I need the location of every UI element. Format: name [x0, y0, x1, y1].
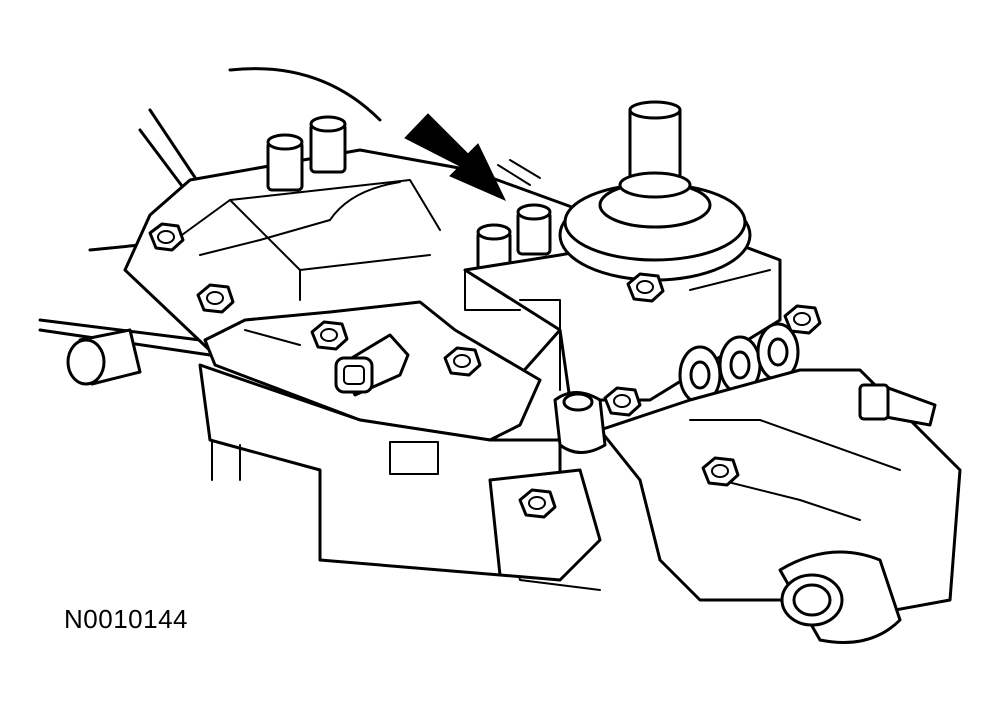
- left-tube: [66, 328, 142, 386]
- breather-fitting: [858, 383, 937, 427]
- callout-arrow-icon: [404, 113, 541, 201]
- upper-posts: [266, 115, 552, 276]
- hex-bolt-icon: [603, 386, 642, 417]
- figure-id-label: N0010144: [64, 604, 188, 634]
- hex-bolt-icon: [443, 346, 482, 377]
- hex-bolt-icon: [310, 320, 349, 351]
- rear-case: [499, 368, 962, 644]
- sensor-connector-icon: [334, 333, 410, 397]
- bolts: [148, 222, 822, 519]
- hex-bolt-icon: [701, 456, 740, 487]
- mount-eye: [553, 391, 607, 454]
- bellhousing-lower: [488, 468, 602, 582]
- side-ports: [678, 322, 800, 405]
- hex-bolt-icon: [783, 304, 822, 335]
- hex-bolt-icon: [148, 222, 185, 252]
- shift-lever: [558, 100, 752, 282]
- hex-bolt-icon: [518, 488, 557, 519]
- hex-bolt-icon: [196, 283, 235, 314]
- hex-bolt-icon: [626, 272, 665, 303]
